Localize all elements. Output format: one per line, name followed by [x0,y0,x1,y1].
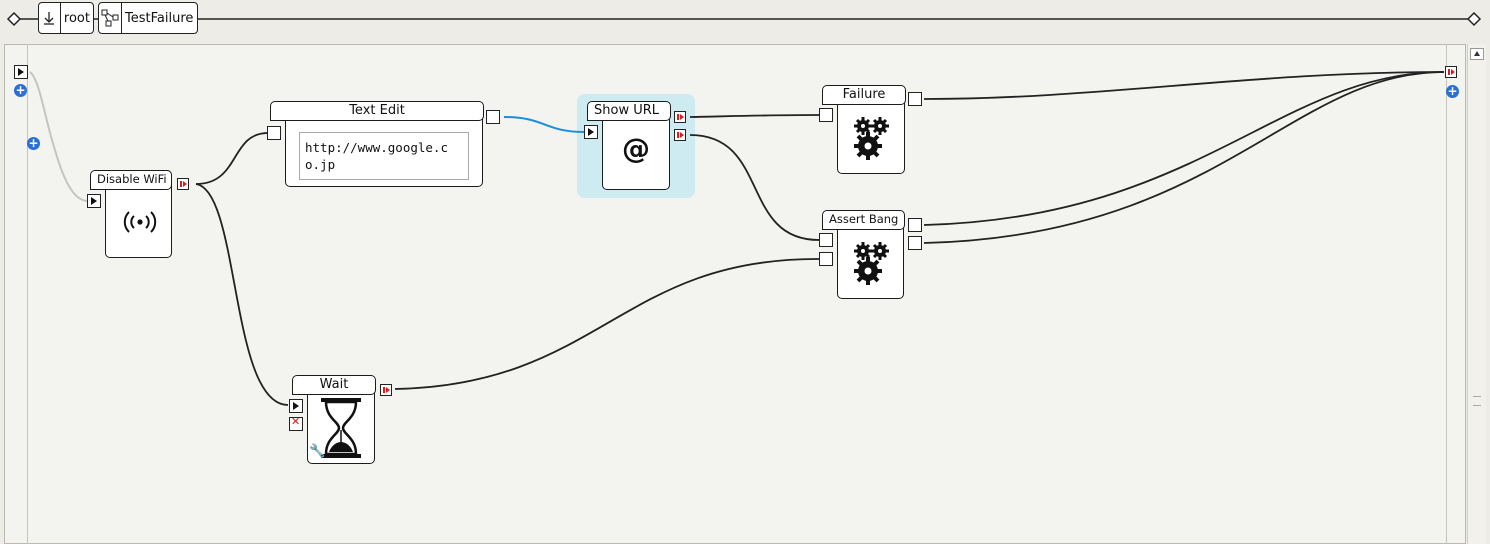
text-edit-in[interactable] [267,126,281,140]
breadcrumb-current-label: TestFailure [125,10,194,26]
node-assert-bang[interactable]: Assert Bang [822,209,905,299]
patch-input-trigger[interactable] [14,65,28,79]
import-icon [39,3,61,33]
start-diamond-icon [6,11,22,27]
node-wait[interactable]: Wait 🔧 [292,374,376,464]
text-edit-out[interactable] [486,110,500,124]
failure-out[interactable] [908,92,922,106]
text-edit-field[interactable]: http://www.google.co.jp [299,132,469,180]
vertical-scrollbar[interactable] [1467,44,1486,544]
gears-icon [854,117,889,160]
wait-bang-out[interactable] [380,384,392,396]
failure-in[interactable] [819,108,833,122]
graph-icon [99,3,122,33]
disable-wifi-trigger-in[interactable] [87,194,101,208]
show-url-trigger-in[interactable] [584,125,598,139]
wrench-icon[interactable]: 🔧 [309,444,326,459]
node-failure[interactable]: Failure [822,84,906,174]
node-title: Disable WiFi [90,169,172,190]
at-icon: @ [622,132,650,165]
node-title: Wait [292,374,376,395]
assert-bang-out[interactable] [908,218,922,232]
patch-output-bang[interactable] [1445,66,1457,78]
node-title: Assert Bang [822,209,905,230]
node-text-edit[interactable]: Text Edit http://www.google.co.jp [270,100,484,187]
end-diamond-icon [1466,11,1482,27]
show-url-bang-out[interactable] [674,129,686,141]
input-column [4,44,28,544]
disable-wifi-bang-out[interactable] [177,178,189,190]
breadcrumb-root-label: root [63,10,90,26]
assert-bang-in[interactable] [819,252,833,266]
breadcrumb-current[interactable]: TestFailure [98,2,198,34]
wifi-icon [123,211,157,233]
add-input-icon[interactable]: + [27,136,40,150]
node-title: Show URL [587,100,671,121]
breadcrumb-bar: root TestFailure [0,0,1490,38]
assert-bang-out[interactable] [908,236,922,250]
add-input-icon[interactable]: + [14,83,27,97]
scroll-up-icon[interactable] [1470,48,1484,60]
output-column [1446,44,1466,544]
node-show-url[interactable]: Show URL @ [587,100,671,190]
node-title: Text Edit [270,100,484,121]
breadcrumb-root[interactable]: root [38,2,94,34]
node-disable-wifi[interactable]: Disable WiFi [90,169,172,258]
gears-icon [854,242,889,285]
show-url-bang-out[interactable] [674,111,686,123]
patch-canvas[interactable] [4,44,1466,544]
wait-trigger-in[interactable] [289,399,303,413]
scroll-grip-icon[interactable] [1473,396,1481,406]
assert-bang-in[interactable] [819,233,833,247]
hourglass-icon [321,398,361,458]
node-title: Failure [822,84,906,105]
add-output-icon[interactable]: + [1446,84,1459,98]
breadcrumb-line [6,11,1482,27]
wait-cancel-in[interactable] [289,415,303,431]
